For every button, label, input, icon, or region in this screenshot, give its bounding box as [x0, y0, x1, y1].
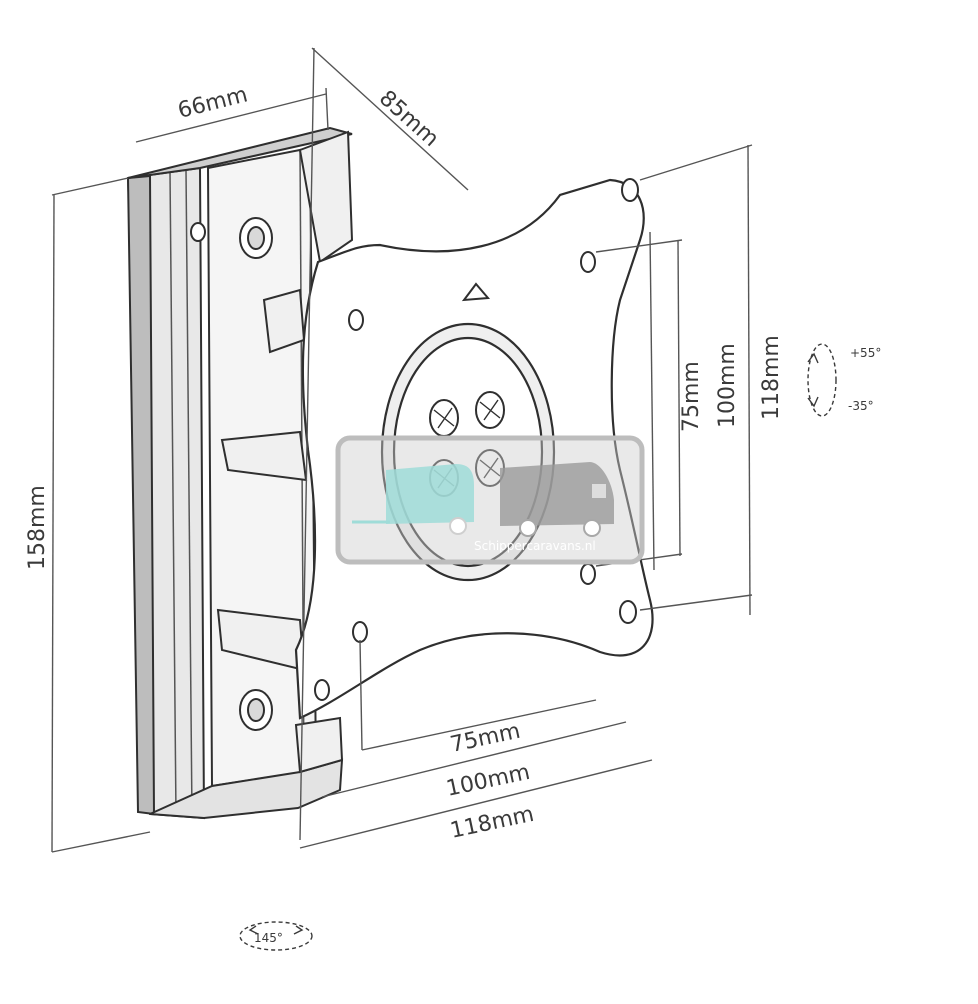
vesa-holes — [314, 178, 639, 701]
dim-vesa-v-100-label: 100mm — [715, 343, 740, 428]
dim-top-width-label: 66mm — [175, 82, 250, 123]
tilt-rotate-icon — [807, 343, 837, 417]
tilt-indicator — [807, 343, 837, 417]
watermark: Schippercaravans.nl — [335, 435, 645, 565]
swivel-rotate-icon — [239, 921, 313, 951]
dim-vesa-h-100-label: 100mm — [444, 760, 532, 802]
dim-depth-label: 85mm — [374, 86, 443, 152]
dim-vesa-v-75-label: 75mm — [679, 361, 704, 432]
dim-height-label: 158mm — [25, 485, 50, 570]
tilt-up-label: +55° — [850, 346, 881, 360]
dim-vesa-v-118-label: 118mm — [759, 335, 784, 420]
swivel-label: 145° — [254, 931, 283, 945]
arm-hinge — [216, 130, 354, 774]
caravan-icon — [352, 464, 474, 535]
watermark-text: Schippercaravans.nl — [474, 539, 596, 553]
camper-van-icon — [500, 462, 614, 537]
tilt-down-label: -35° — [848, 399, 874, 413]
swivel-indicator — [239, 921, 313, 951]
dim-vesa-h-75-label: 75mm — [448, 719, 523, 758]
dimension-lines — [51, 47, 753, 853]
arrow-up-icon — [461, 282, 491, 302]
